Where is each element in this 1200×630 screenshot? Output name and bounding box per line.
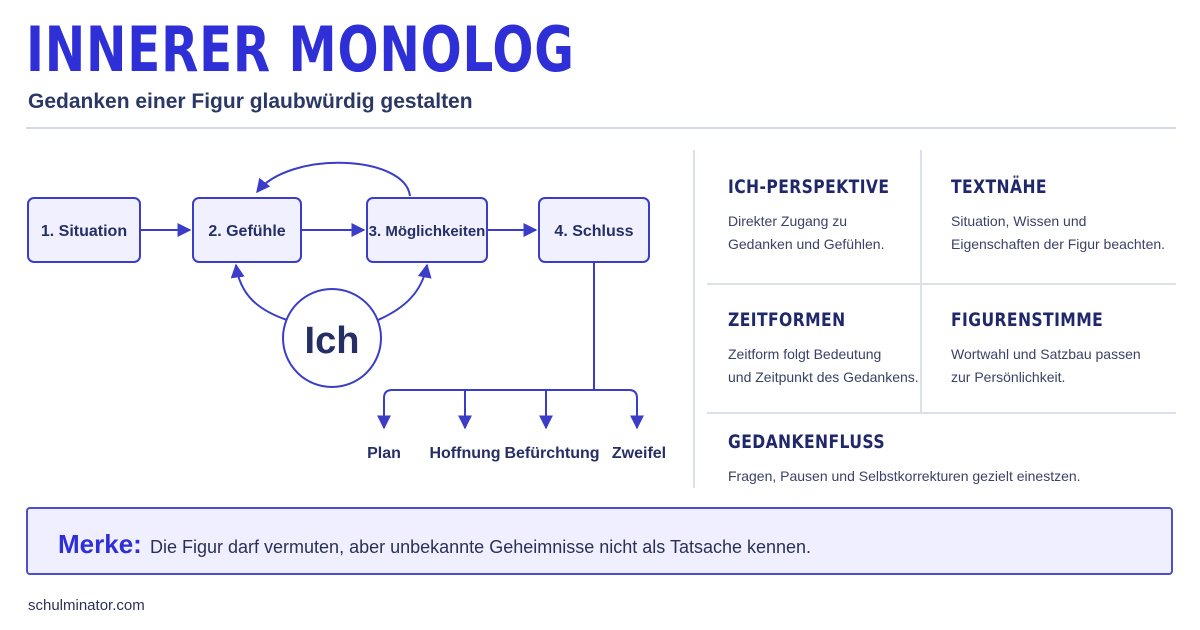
card-zeitformen: ZEITFORMEN Zeitform folgt Bedeutung und … — [728, 309, 919, 389]
card-grid-divider-1 — [707, 283, 1176, 285]
card-grid-vertical-divider — [920, 150, 922, 412]
card-text: Situation, Wissen und Eigenschaften der … — [951, 213, 1166, 252]
section-divider — [693, 150, 695, 488]
card-figurenstimme: FIGURENSTIMME Wortwahl und Satzbau passe… — [951, 309, 1141, 389]
card-title: GEDANKENFLUSS — [728, 431, 885, 453]
branch-label-befuerchtung: Befürchtung — [504, 445, 599, 462]
card-text: Fragen, Pausen und Selbstkorrekturen gez… — [728, 468, 1081, 484]
tree-branch-zweifel — [594, 389, 644, 430]
card-ich-perspektive: ICH-PERSPEKTIVE Direkter Zugang zu Gedan… — [728, 176, 925, 256]
arrow-feedback-loop — [256, 161, 411, 197]
note-text: Die Figur darf vermuten, aber unbekannte… — [150, 537, 812, 557]
center-circle-ich: Ich — [282, 288, 382, 388]
step-box-gefuehle: 2. Gefühle — [192, 197, 302, 263]
card-gedankenfluss: GEDANKENFLUSS Fragen, Pausen und Selbstk… — [728, 431, 1081, 488]
note-box: Merke: Die Figur darf vermuten, aber unb… — [26, 507, 1173, 575]
card-title: TEXTNÄHE — [951, 176, 1047, 198]
card-text: Direkter Zugang zu Gedanken und Gefühlen… — [728, 213, 885, 252]
step-box-situation: 1. Situation — [27, 197, 141, 263]
header-divider — [26, 127, 1176, 129]
arrow-ich-moeglichkeiten — [377, 263, 432, 321]
branch-label-zweifel: Zweifel — [612, 445, 666, 462]
card-title: FIGURENSTIMME — [951, 309, 1104, 331]
page-title: INNERER MONOLOG — [26, 13, 575, 86]
step-label-situation: 1. Situation — [41, 223, 127, 240]
step-label-gefuehle: 2. Gefühle — [208, 223, 285, 240]
step-label-moeglichkeiten: 3. Möglichkeiten — [369, 223, 486, 240]
branch-label-plan: Plan — [367, 445, 401, 462]
card-grid-divider-2 — [707, 412, 1176, 414]
branch-label-hoffnung: Hoffnung — [429, 445, 500, 462]
card-title: ZEITFORMEN — [728, 309, 846, 331]
tree-branch-plan — [377, 389, 594, 430]
card-text: Zeitform folgt Bedeutung und Zeitpunkt d… — [728, 346, 919, 385]
flow-diagram: 1. Situation 2. Gefühle 3. Möglichkeiten… — [27, 161, 666, 462]
page-subtitle: Gedanken einer Figur glaubwürdig gestalt… — [28, 90, 473, 113]
card-text: Wortwahl und Satzbau passen zur Persönli… — [951, 346, 1141, 385]
step-label-schluss: 4. Schluss — [554, 223, 633, 240]
note-label: Merke: — [58, 529, 142, 559]
center-label-ich: Ich — [305, 320, 360, 362]
arrow-ich-gefuehle — [230, 263, 288, 321]
card-title: ICH-PERSPEKTIVE — [728, 176, 890, 198]
card-textnaehe: TEXTNÄHE Situation, Wissen und Eigenscha… — [951, 176, 1165, 256]
step-box-schluss: 4. Schluss — [538, 197, 650, 263]
step-box-moeglichkeiten: 3. Möglichkeiten — [366, 197, 488, 263]
footer-site: schulminator.com — [28, 597, 145, 614]
